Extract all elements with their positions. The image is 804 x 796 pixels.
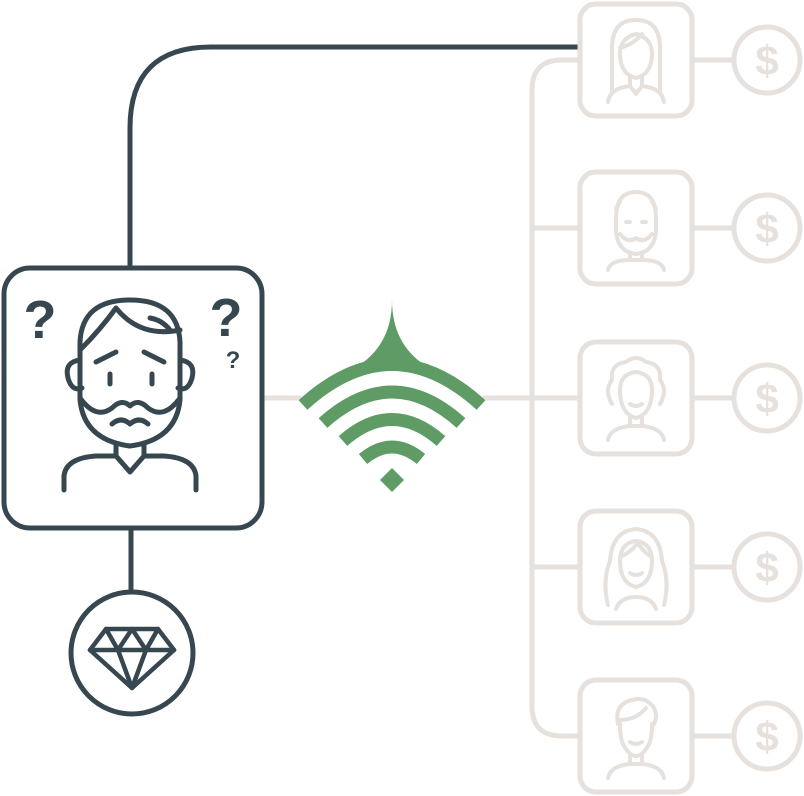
dollar-sign-icon: $ [755,205,778,252]
dollar-sign-icon: $ [755,713,778,760]
hub-wave-2 [318,385,466,428]
recipient-spine-connector [529,57,583,739]
confused-bearded-man-icon [61,297,199,493]
right-ear [175,357,196,392]
payment-badge-circle [731,24,803,96]
right-shoulder [141,453,199,493]
payment-badge-circle [731,531,803,603]
asset-node-circle [68,589,196,717]
diamond-pavilion-facets [115,647,149,691]
question-mark-small: ? [226,347,241,374]
dark-connectors [127,44,583,595]
diamond-crown-facets [103,626,161,653]
hub-tip-shape [380,468,404,492]
left-ear [64,357,85,392]
beard-line [77,395,183,415]
dollar-sign-icon: $ [755,375,778,422]
asset-node [68,589,196,717]
recipient-frame [577,677,695,795]
woman-curly-hair-icon [606,356,666,442]
main-user-node: ? ? ? [1,265,265,531]
payment-badge-circle [731,192,803,264]
dollar-sign-icon: $ [755,37,778,84]
left-shoulder [61,453,119,493]
hub-wave-3 [338,413,446,446]
green-broadcast-logo-icon [298,300,486,492]
payment-badge-circle [731,362,803,434]
question-mark-right: ? [210,288,243,348]
recipient-frame [577,169,695,287]
wavy-mouth [109,417,151,427]
neck-collar [113,441,147,475]
hub-wave-4 [358,440,426,465]
left-eyebrow [93,349,119,365]
hair-line [77,305,183,353]
right-eyebrow [141,349,167,365]
payment-badges [731,24,803,772]
hub-leaf-shape [358,300,426,366]
hair-strand [147,315,173,333]
young-man-icon [606,697,666,780]
faded-connectors [259,57,737,739]
payment-badge-circle [731,700,803,772]
recipient-frame [577,339,695,457]
user-to-first-recipient-connector [127,44,583,271]
hub-wave-1 [298,358,486,410]
recipient-frame [577,1,695,119]
diamond-outline [87,626,177,691]
recipient-frames [577,1,695,795]
head-outline [77,297,183,449]
woman-wavy-hair-icon [603,527,669,611]
question-mark-left: ? [24,290,57,350]
diamond-icon [87,626,177,691]
bald-bearded-man-icon [606,190,666,272]
dollar-sign-icon: $ [755,544,778,591]
woman-long-hair-icon [606,18,666,104]
